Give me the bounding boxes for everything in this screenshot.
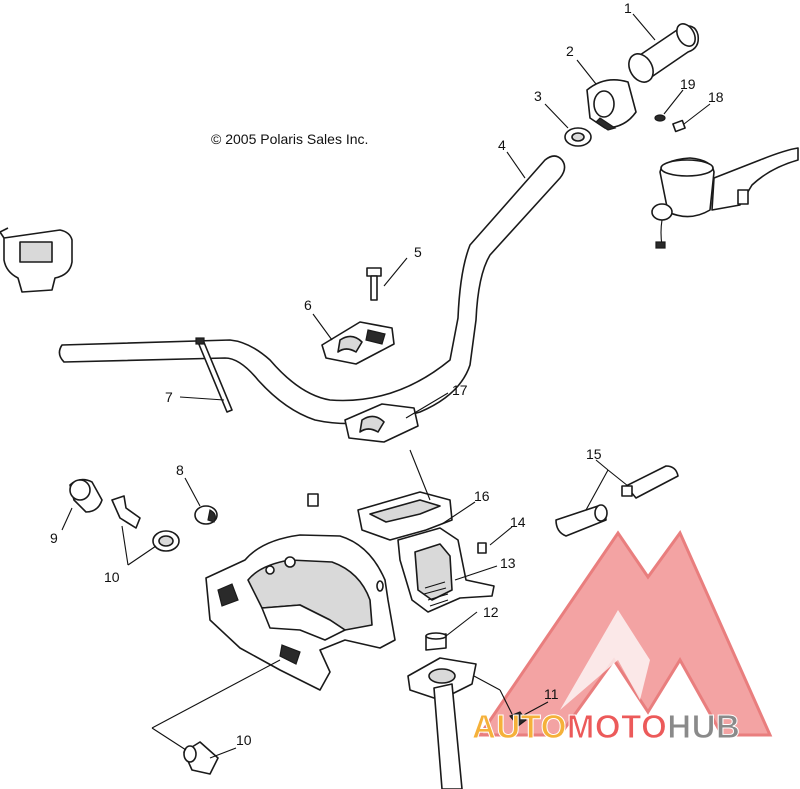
- watermark-logo: [477, 530, 773, 737]
- callout-7: 7: [165, 389, 173, 405]
- part-spring-bracket: [397, 527, 495, 613]
- part-connector-10: [183, 741, 219, 775]
- callout-12: 12: [483, 604, 499, 620]
- callout-14: 14: [510, 514, 526, 530]
- part-bushing-12: [425, 632, 447, 651]
- callout-17: 17: [452, 382, 468, 398]
- callout-6: 6: [304, 297, 312, 313]
- part-pin-14: [477, 542, 487, 554]
- part-switch-15b: [621, 465, 679, 499]
- copyright-text: © 2005 Polaris Sales Inc.: [211, 131, 368, 147]
- callout-3: 3: [534, 88, 542, 104]
- watermark-wordmark: AUTOMOTOHUB: [472, 708, 741, 746]
- part-plug-10: [152, 530, 180, 552]
- callout-4: 4: [498, 137, 506, 153]
- callout-labels: 1 2 3 4 5 6 7 8 9 10 10 11 12 13 14 15 1…: [50, 0, 724, 748]
- part-steering-post: [407, 657, 477, 789]
- part-small-clip: [307, 493, 319, 507]
- callout-9: 9: [50, 530, 58, 546]
- part-small-tab: [376, 580, 384, 592]
- part-screw-19: [654, 114, 666, 122]
- callout-5: 5: [414, 244, 422, 260]
- leader-lines: [61, 13, 711, 759]
- part-bolt: [366, 267, 382, 301]
- callout-10-lower: 10: [236, 732, 252, 748]
- watermark-inner-mark: [560, 610, 650, 710]
- part-handlebar: [58, 155, 566, 425]
- part-brake-master-cylinder: [651, 147, 799, 249]
- part-washer: [564, 127, 592, 147]
- part-console-housing: [205, 534, 396, 691]
- part-cap-9: [69, 478, 103, 513]
- part-left-switch-housing: [0, 227, 73, 293]
- callout-19: 19: [680, 76, 696, 92]
- part-steering-bracket: [357, 491, 453, 541]
- callout-13: 13: [500, 555, 516, 571]
- callout-8: 8: [176, 462, 184, 478]
- svg-text:AUTOMOTOHUB: AUTOMOTOHUB: [472, 708, 740, 745]
- watermark-auto: AUTO: [472, 708, 567, 745]
- callout-15: 15: [586, 446, 602, 462]
- callout-2: 2: [566, 43, 574, 59]
- watermark-moto: MOTO: [567, 708, 667, 745]
- part-screw-18: [672, 119, 686, 133]
- callout-11: 11: [544, 686, 559, 702]
- part-grommet-8: [194, 505, 218, 525]
- part-switch-15a: [555, 504, 608, 537]
- part-throttle-housing: [586, 79, 637, 131]
- part-bracket-plate-10: [111, 495, 141, 529]
- callout-16: 16: [474, 488, 490, 504]
- callout-18: 18: [708, 89, 724, 105]
- part-lower-clamp: [344, 403, 419, 443]
- callout-1: 1: [624, 0, 632, 16]
- callout-10-upper: 10: [104, 569, 120, 585]
- part-long-bolt: [195, 337, 233, 413]
- part-upper-clamp: [321, 321, 395, 365]
- watermark-hub: HUB: [667, 708, 740, 745]
- part-grip: [628, 23, 700, 83]
